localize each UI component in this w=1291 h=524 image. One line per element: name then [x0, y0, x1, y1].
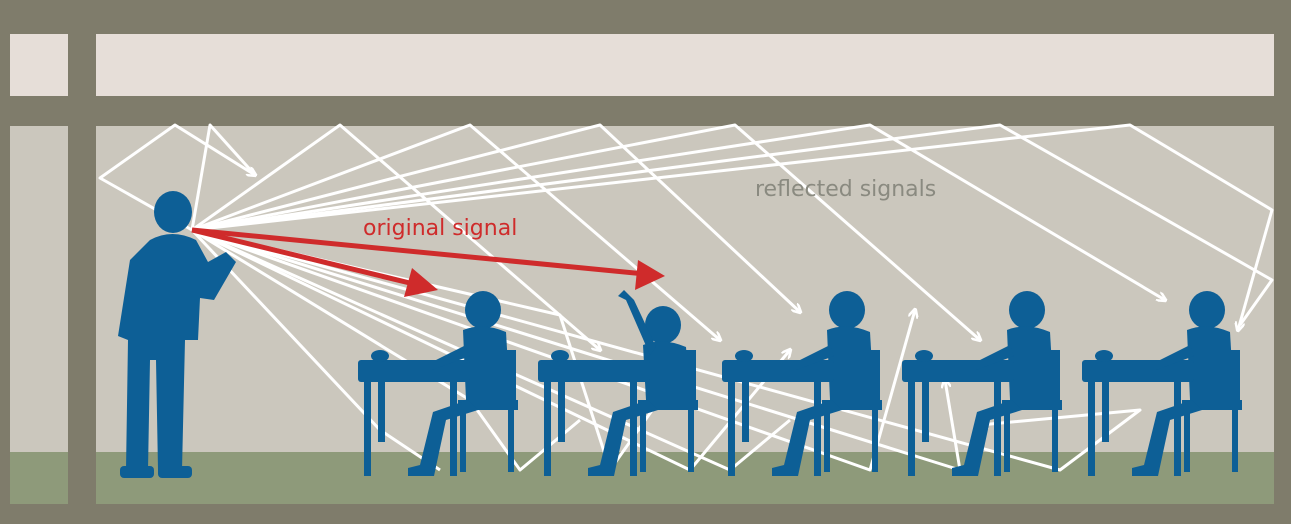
reflected-signal-path: [191, 123, 1274, 326]
student-at-desk: [538, 290, 698, 476]
student-at-desk: [1082, 291, 1242, 476]
reflected-signals-label: reflected signals: [755, 177, 936, 202]
original-signal-arrowhead: [404, 268, 438, 297]
student-at-desk: [358, 291, 518, 476]
ceiling-panel: [10, 34, 68, 96]
reflected-signal-path: [191, 123, 800, 312]
reflected-signal-path: [191, 123, 600, 350]
original-signal-arrow: [191, 227, 646, 277]
student-at-desk: [902, 291, 1062, 476]
floor: [96, 452, 1274, 504]
wall-panel: [10, 126, 68, 466]
reflected-signal-path: [191, 228, 915, 472]
original-signal-arrow: [191, 227, 419, 288]
students: [358, 290, 1242, 476]
ceiling-panel: [96, 34, 1274, 96]
floor: [10, 452, 68, 504]
original-signal: [191, 227, 665, 297]
reflected-signal-path: [190, 123, 257, 231]
teacher-figure: [118, 191, 236, 478]
original-signal-label: original signal: [363, 216, 517, 241]
reflected-signal-path: [98, 123, 255, 232]
reflected-signal-path: [191, 123, 1165, 300]
reflected-signal-path: [191, 123, 980, 340]
original-signal-arrowhead: [635, 260, 665, 290]
reflected-signal-path: [191, 123, 720, 340]
reflected-signal-path: [191, 228, 1142, 472]
student-at-desk: [722, 291, 882, 476]
